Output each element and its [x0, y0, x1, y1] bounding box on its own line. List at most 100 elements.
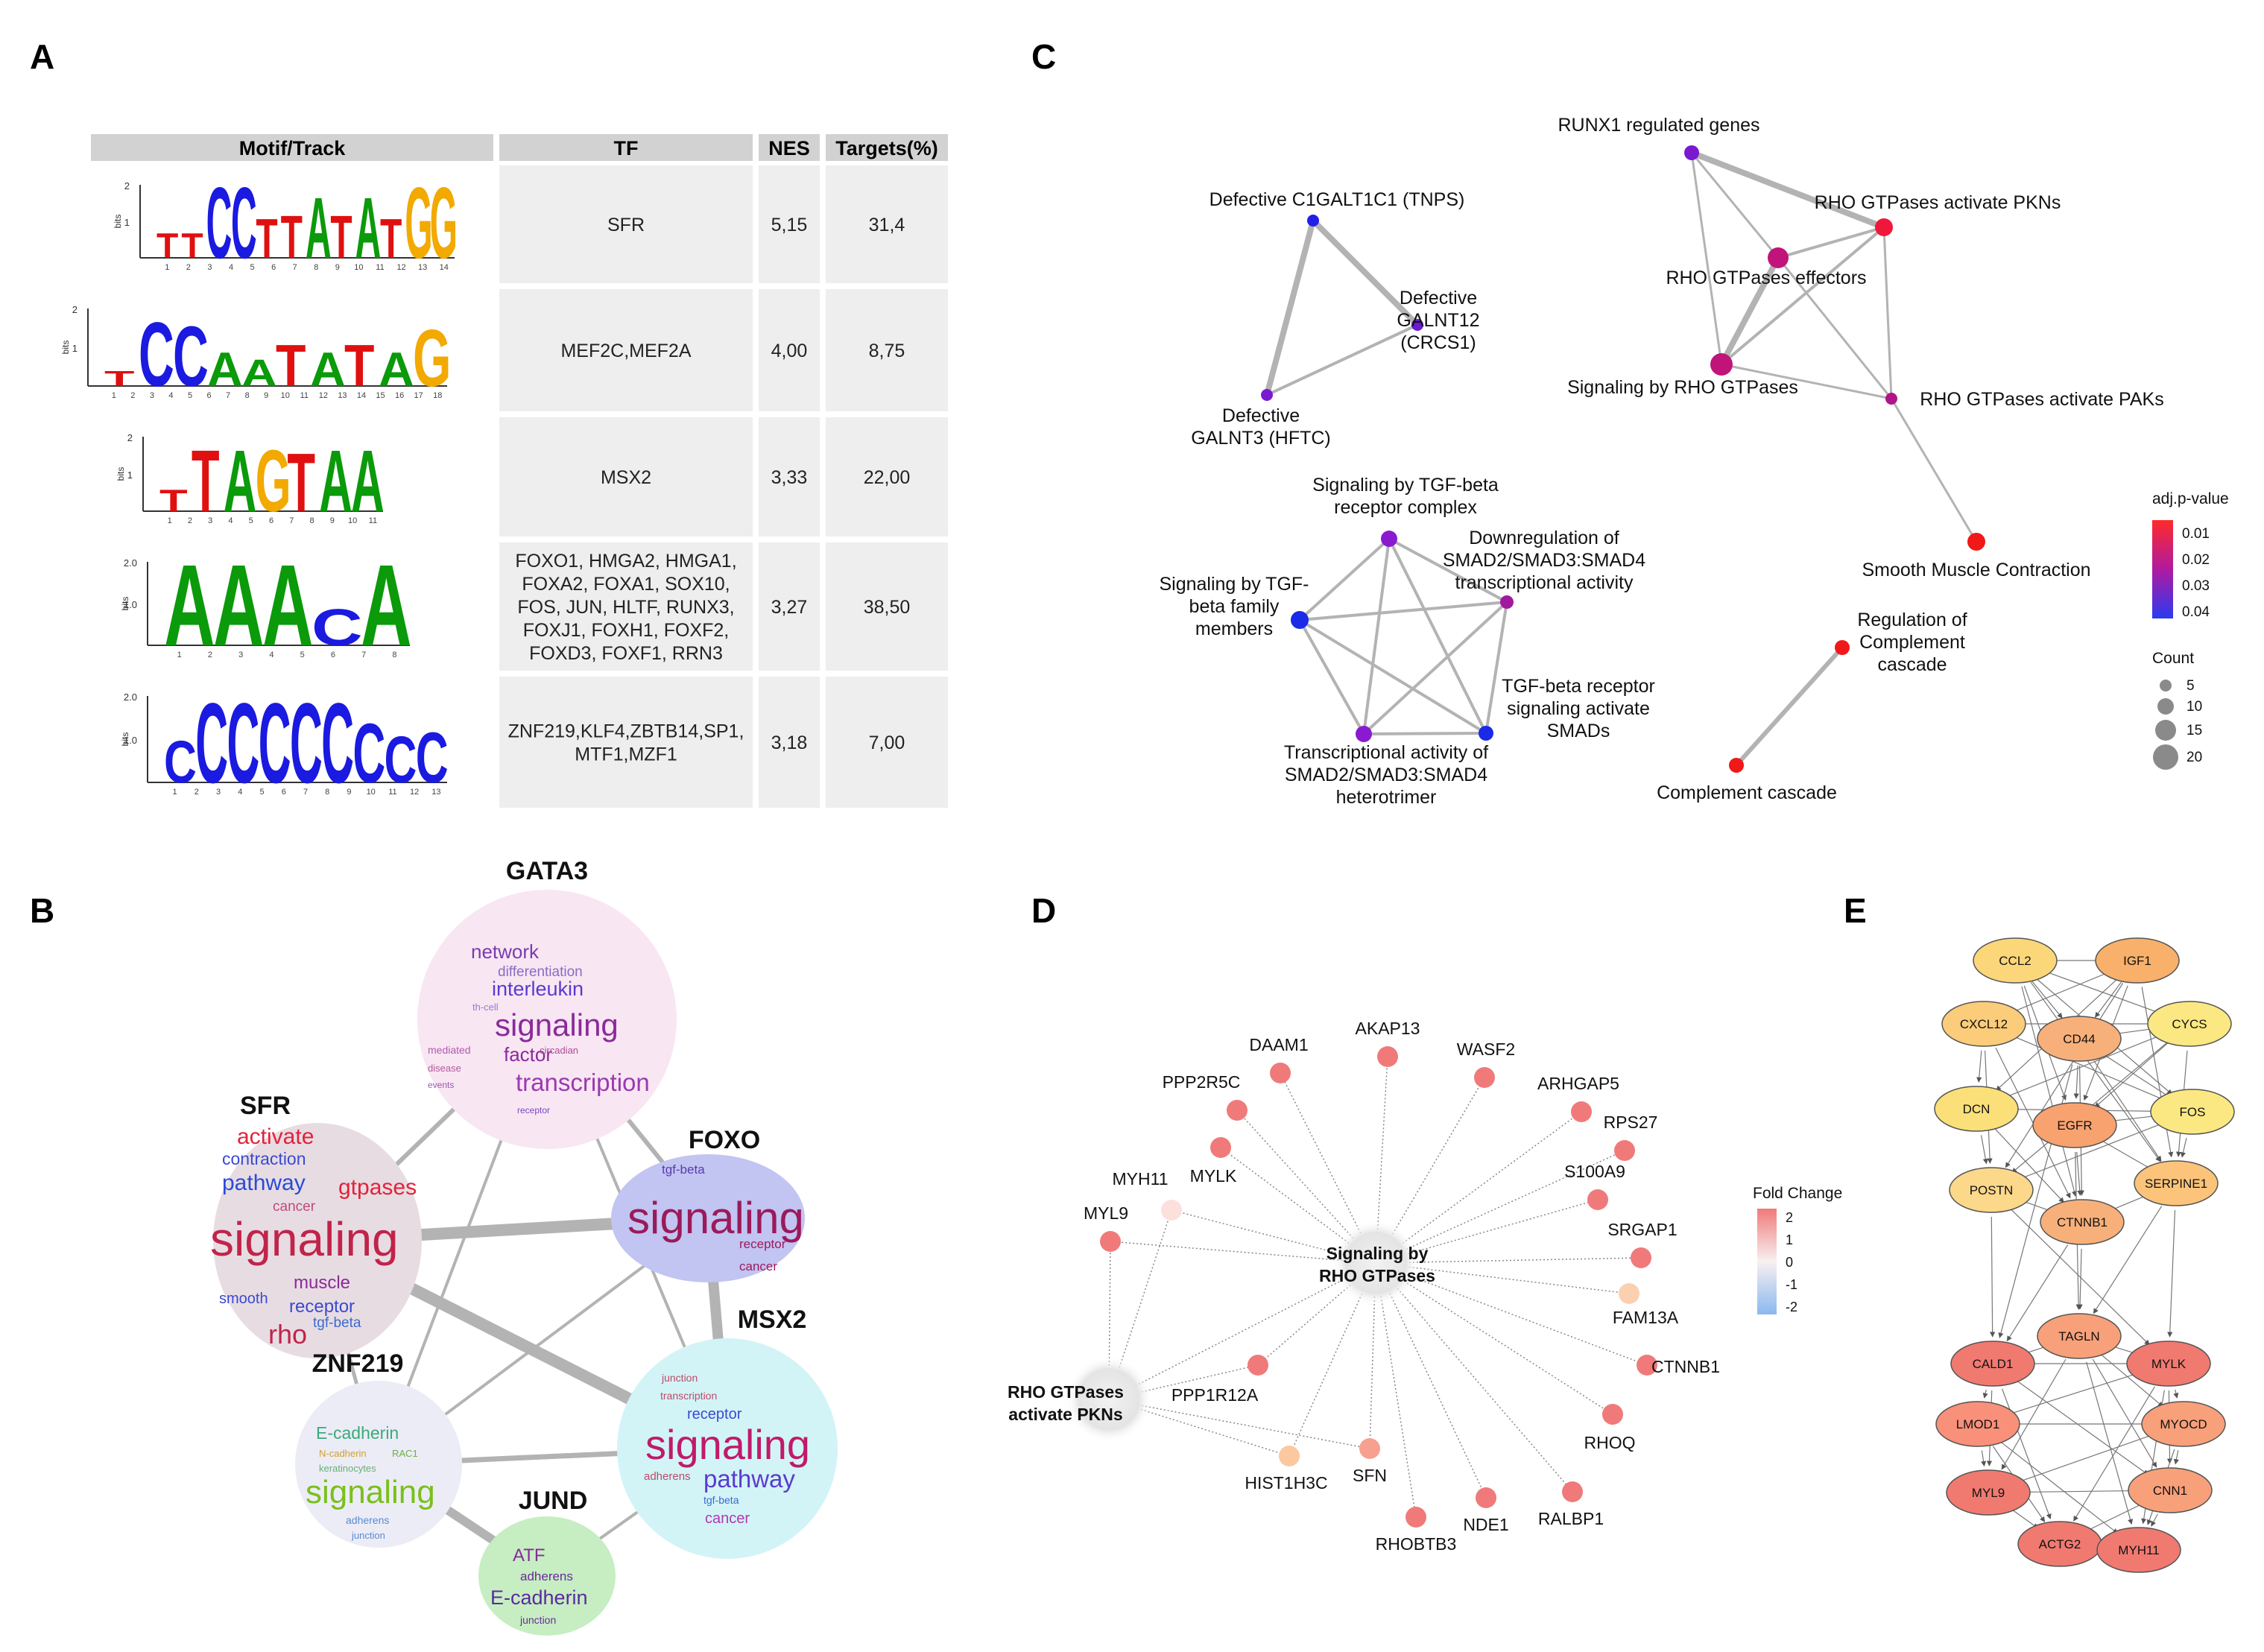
gene-label: SFN: [1353, 1466, 1387, 1485]
pathway-label: Smooth Muscle Contraction: [1862, 560, 2090, 580]
ppi-edge: [2099, 1352, 2164, 1408]
nes-value: 4,00: [771, 341, 808, 361]
logo-letter: A: [224, 431, 257, 530]
targets-value: 22,00: [864, 467, 911, 488]
wordcloud-word: RAC1: [392, 1448, 418, 1459]
pathway-label: SMAD2/SMAD3:SMAD4: [1443, 550, 1645, 571]
ppi-edge: [2151, 1513, 2158, 1527]
gene-node-sfn: [1359, 1438, 1380, 1459]
logo-letter: C: [231, 166, 257, 279]
ppi-label: IGF1: [2123, 954, 2151, 968]
logo-pos: 7: [303, 788, 308, 797]
ppi-edge: [2173, 1389, 2179, 1399]
gene-label: MYH11: [1113, 1169, 1169, 1189]
tf-name: SFR: [607, 215, 645, 235]
padj-tick-1: 0.01: [2182, 526, 2210, 542]
tf-cell: [499, 165, 753, 283]
pathway-label: heterotrimer: [1336, 787, 1437, 808]
logo-pos: 6: [331, 651, 335, 659]
ppi-node-myocd: [2141, 1401, 2226, 1447]
count-tick-5: 5: [2186, 678, 2195, 694]
logo-letter: A: [355, 180, 382, 276]
logo-letter: C: [352, 707, 385, 801]
logo-letter: A: [361, 541, 412, 671]
pathway-label: receptor complex: [1334, 497, 1477, 518]
targets-cell: [826, 165, 948, 283]
pathway-node-n10: [1381, 531, 1397, 547]
count-dot-20: [2153, 744, 2178, 770]
logo-pos: 7: [361, 651, 366, 659]
gene-node-wasf2: [1474, 1067, 1495, 1088]
gene-label: DAAM1: [1249, 1035, 1308, 1054]
gene-label: RPS27: [1604, 1113, 1658, 1132]
logo-pos: 14: [357, 391, 366, 400]
logo-ylabel: bits: [116, 467, 126, 481]
wordcloud-word: ATF: [513, 1545, 546, 1566]
wordcloud-word: signaling: [645, 1421, 810, 1468]
ppi-node-ccl2: [1973, 937, 2058, 984]
logo-pos: 4: [228, 516, 233, 525]
hub-rho-pkns: [1066, 1356, 1152, 1443]
wordcloud-title-msx2: MSX2: [738, 1306, 807, 1334]
gene-edge: [1375, 1262, 1487, 1498]
gene-label: SRGAP1: [1607, 1220, 1677, 1239]
nes-cell: [759, 165, 820, 283]
logo-letter: T: [276, 333, 306, 399]
wordcloud-word: receptor: [289, 1297, 355, 1317]
ppi-edge: [2073, 1386, 2155, 1522]
pathway-edge: [1264, 219, 1316, 396]
targets-cell: [826, 417, 948, 537]
wordcloud-word: signaling: [627, 1193, 804, 1243]
gene-node-ppp1r12a: [1248, 1355, 1268, 1376]
logo-pos: 4: [269, 651, 273, 659]
pathway-node-n7: [1710, 353, 1733, 376]
logo-pos: 4: [229, 263, 233, 272]
ppi-edge: [2002, 1371, 2143, 1417]
logo-ymid: 1: [127, 469, 133, 481]
ppi-label: ACTG2: [2039, 1537, 2081, 1551]
wordcloud-word: factor: [504, 1043, 552, 1066]
gene-node-myl9: [1100, 1231, 1121, 1252]
nes-cell: [759, 289, 820, 411]
gene-label: CTNNB1: [1651, 1357, 1720, 1376]
logo-letter: C: [416, 718, 449, 799]
count-dot-5: [2160, 680, 2172, 692]
logo-ymax: 2.0: [124, 557, 137, 569]
logo-letter: T: [256, 208, 277, 270]
pathway-edge: [1388, 538, 1487, 734]
ppi-edge: [2086, 1361, 2134, 1525]
tf-name: ZNF219,KLF4,ZBTB14,SP1,: [508, 721, 744, 742]
hub-rho-pkns-label-2: activate PKNs: [1008, 1405, 1122, 1424]
ppi-label: MYH11: [2118, 1543, 2159, 1557]
pathway-label: transcriptional activity: [1455, 572, 1634, 593]
logo-pos: 13: [338, 391, 347, 400]
padj-tick-4: 0.04: [2182, 604, 2210, 620]
wordcloud-word: interleukin: [492, 978, 584, 1000]
pathway-edge: [1484, 601, 1508, 734]
tf-name: MEF2C,MEF2A: [560, 341, 691, 361]
logo-ymid: 1: [72, 343, 78, 354]
pathway-edge: [1298, 618, 1487, 735]
wordcloud-word: receptor: [687, 1406, 742, 1422]
pathway-edge: [1388, 537, 1508, 604]
wordcloud-znf219: [295, 1381, 462, 1548]
pathway-label: signaling activate: [1507, 698, 1650, 719]
pathway-label: SMADs: [1547, 721, 1610, 741]
ppi-edge: [2014, 1379, 2149, 1475]
logo-letter: T: [380, 208, 402, 270]
fc-tick-0: 0: [1786, 1255, 1793, 1270]
logo-pos: 3: [207, 263, 212, 272]
ppi-label: MYOCD: [2160, 1417, 2207, 1431]
logo-pos: 2: [186, 263, 191, 272]
tf-name: MSX2: [601, 467, 651, 488]
ppi-node-mylk: [2126, 1341, 2211, 1387]
logo-pos: 3: [216, 788, 221, 797]
wordcloud-word: signaling: [495, 1007, 619, 1042]
header-cell-targets: [826, 134, 948, 161]
logo-letter: C: [206, 166, 233, 279]
count-dot-10: [2157, 698, 2174, 715]
gene-node-ralbp1: [1562, 1481, 1583, 1502]
logo-pos: 12: [396, 263, 405, 272]
wordcloud-word: adherens: [520, 1569, 573, 1583]
